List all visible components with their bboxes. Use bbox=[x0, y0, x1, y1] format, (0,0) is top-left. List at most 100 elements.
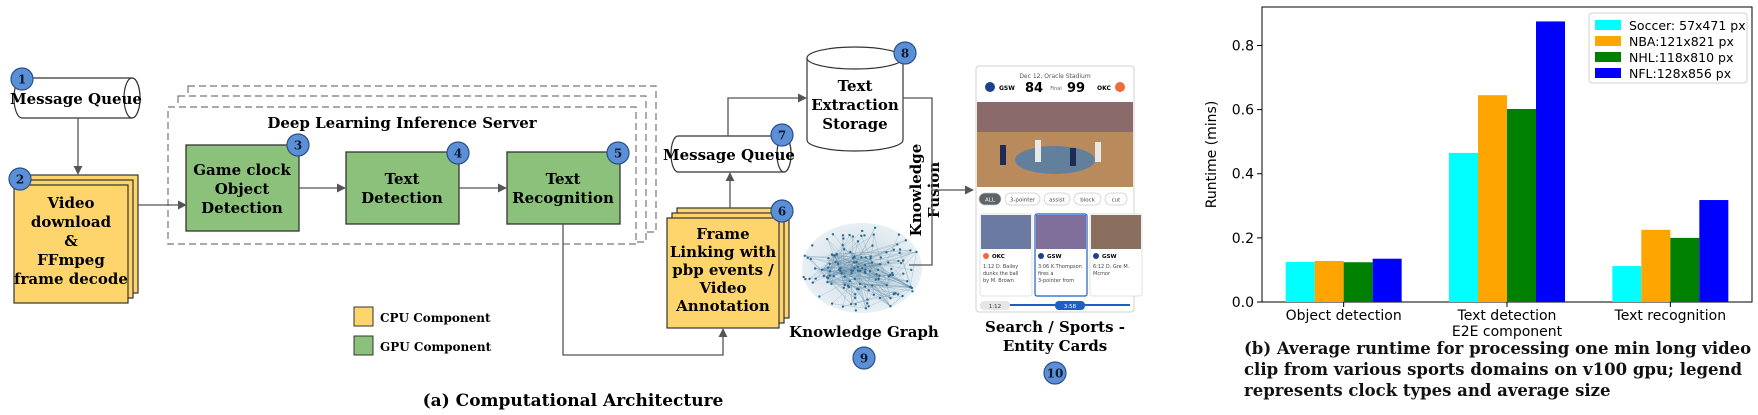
text-extraction-storage: Text Extraction Storage bbox=[806, 46, 904, 152]
knowledge-graph-label: Knowledge Graph bbox=[789, 323, 939, 341]
clip-team: OKC bbox=[992, 254, 1005, 260]
badge-number: 4 bbox=[454, 147, 462, 161]
framelink-line-4: Video bbox=[698, 279, 746, 297]
chip-label: 3-pointer bbox=[1010, 198, 1036, 204]
video-line-1: Video bbox=[46, 194, 94, 212]
legend-swatch bbox=[1595, 68, 1621, 78]
caption-b: (b) Average runtime for processing one m… bbox=[1244, 338, 1756, 401]
game-photo bbox=[977, 102, 1133, 187]
gameclock-line-2: Object bbox=[215, 180, 270, 198]
chip-label: ALL bbox=[985, 198, 996, 204]
team-left: GSW bbox=[999, 85, 1015, 92]
chip-4[interactable] bbox=[1104, 192, 1128, 206]
badge-gameclock: 3 bbox=[286, 133, 310, 157]
arrow-mq2-storage bbox=[727, 93, 807, 136]
step-badges: 1 2 3 4 5 6 7 8 9 10 bbox=[8, 41, 1067, 385]
y-tick-label: 0.6 bbox=[1232, 103, 1254, 119]
team-icon bbox=[1038, 253, 1044, 259]
textrec-line-2: Recognition bbox=[512, 189, 614, 207]
bar bbox=[1507, 108, 1536, 302]
clip-team: GSW bbox=[1047, 254, 1062, 260]
chip-0[interactable] bbox=[978, 192, 1002, 206]
gpu-legend-label: GPU Component bbox=[380, 340, 492, 354]
legend-label: Soccer: 57x471 px bbox=[1629, 18, 1746, 33]
x-tick-label: Text recognition bbox=[1614, 308, 1727, 324]
badge-number: 10 bbox=[1047, 367, 1064, 381]
okc-logo-icon bbox=[1115, 82, 1125, 92]
video-line-2: download bbox=[31, 213, 112, 231]
bar bbox=[1285, 261, 1315, 302]
component-legend: CPU Component GPU Component bbox=[353, 306, 492, 356]
score-left: 84 bbox=[1025, 81, 1043, 96]
legend-swatch bbox=[1595, 52, 1621, 62]
bar bbox=[1641, 229, 1671, 302]
y-tick-label: 0.4 bbox=[1232, 167, 1254, 183]
storage-line-2: Extraction bbox=[811, 96, 899, 114]
badge-number: 5 bbox=[614, 147, 622, 161]
timeline-center-time: 3:58 bbox=[1064, 304, 1077, 310]
badge-number: 1 bbox=[18, 73, 26, 87]
timeline-left-time: 1:12 bbox=[989, 304, 1001, 310]
badge-framelink: 6 bbox=[770, 199, 794, 223]
knowledge-fusion-label: Knowledge Fusion bbox=[907, 144, 943, 237]
chip-label: cut bbox=[1112, 198, 1122, 204]
timeline-center-pill[interactable] bbox=[1055, 301, 1085, 310]
knowledge-graph-image bbox=[802, 223, 922, 313]
badge-textdet: 4 bbox=[446, 141, 470, 165]
y-tick-label: 0.0 bbox=[1232, 295, 1254, 311]
gsw-logo-icon bbox=[985, 82, 995, 92]
badge-number: 3 bbox=[294, 139, 302, 153]
chip-label: assist bbox=[1049, 198, 1065, 204]
badge-mq1: 1 bbox=[10, 67, 34, 91]
bar bbox=[1372, 258, 1402, 302]
game-status: Final bbox=[1050, 86, 1062, 92]
timeline-left-pill[interactable] bbox=[980, 301, 1010, 310]
badge-kg: 9 bbox=[852, 346, 876, 370]
team-icon bbox=[983, 253, 989, 259]
card-header: Dec 12, Oracle Stadium bbox=[1019, 73, 1091, 80]
x-tick-label: Object detection bbox=[1286, 308, 1402, 324]
storage-line-3: Storage bbox=[822, 115, 887, 133]
bar bbox=[1536, 21, 1565, 302]
badge-number: 7 bbox=[778, 129, 786, 143]
badge-video: 2 bbox=[8, 167, 32, 191]
mq1-label: Message Queue bbox=[10, 90, 142, 108]
legend-label: NHL:118x810 px bbox=[1629, 50, 1733, 65]
server-title: Deep Learning Inference Server bbox=[267, 114, 537, 132]
chip-1[interactable] bbox=[1004, 192, 1041, 206]
caption-b-text: (b) Average runtime for processing one m… bbox=[1244, 339, 1752, 400]
text-recognition-node: Text Recognition bbox=[506, 151, 621, 225]
badge-cards: 10 bbox=[1043, 361, 1067, 385]
game-clock-detection-node: Game clock Object Detection bbox=[185, 144, 300, 232]
frame-linking-node: Frame Linking with pbp events / Video An… bbox=[666, 207, 790, 329]
badge-number: 6 bbox=[778, 205, 786, 219]
bar bbox=[1478, 95, 1507, 302]
gameclock-line-3: Detection bbox=[201, 199, 283, 217]
arrow-storage-fusion bbox=[903, 97, 933, 266]
y-axis-label: Runtime (mins) bbox=[1204, 101, 1220, 209]
cards-line-1: Search / Sports - bbox=[985, 318, 1125, 336]
connectors bbox=[73, 93, 974, 356]
chip-3[interactable] bbox=[1073, 192, 1102, 206]
badge-number: 2 bbox=[16, 173, 24, 187]
bar bbox=[1314, 260, 1344, 302]
chip-2[interactable] bbox=[1043, 192, 1071, 206]
framelink-line-2: Linking with bbox=[670, 243, 776, 261]
badge-number: 8 bbox=[901, 47, 909, 61]
textdet-line-1: Text bbox=[385, 170, 420, 188]
storage-line-1: Text bbox=[838, 77, 873, 95]
y-tick-label: 0.2 bbox=[1232, 231, 1254, 247]
cpu-legend-label: CPU Component bbox=[380, 311, 491, 325]
framelink-line-1: Frame bbox=[696, 225, 749, 243]
cpu-swatch bbox=[353, 306, 374, 327]
x-axis-label: E2E component bbox=[1452, 324, 1563, 340]
team-icon bbox=[1093, 253, 1099, 259]
gameclock-line-1: Game clock bbox=[193, 161, 291, 179]
